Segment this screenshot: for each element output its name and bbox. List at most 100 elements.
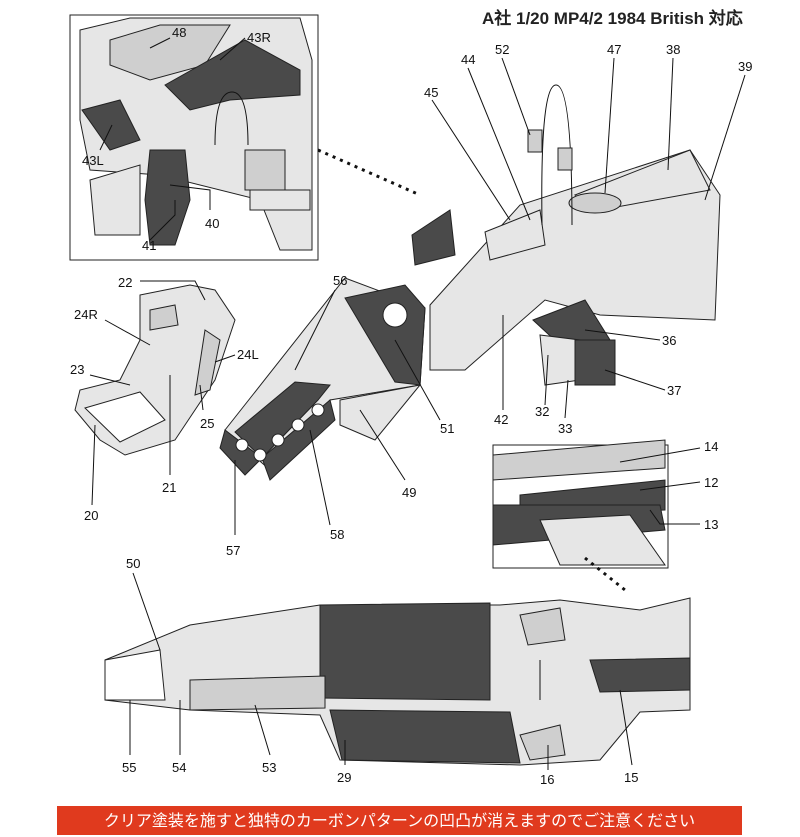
part-51-hole [382,302,408,328]
seat-parts [74,284,236,456]
seat-side-24L [194,329,221,396]
leader-24L [214,354,236,363]
leader-56 [294,289,336,371]
label-43R: 43R [247,30,271,45]
label-16: 16 [540,772,554,787]
label-54: 54 [172,760,186,775]
inset-gearbox-box [244,149,286,191]
part-14-panel [492,439,666,481]
leader-44 [467,67,531,221]
part-40-41-panel [144,149,191,246]
inset-side-block [89,164,141,236]
label-53: 53 [262,760,276,775]
leader-36 [584,329,661,341]
seat-head-recess [149,304,179,331]
label-21: 21 [162,480,176,495]
leader-25 [199,384,204,411]
leader-52 [501,57,531,136]
leader-24R [104,319,151,346]
nose-hole-3 [271,433,285,447]
label-32: 32 [535,404,549,419]
leader-47 [604,57,615,194]
label-48: 48 [172,25,186,40]
label-41: 41 [142,238,156,253]
page-title: A社 1/20 MP4/2 1984 British 対応 [482,9,743,28]
part-53-panel [189,675,326,711]
leader-14 [619,447,701,463]
part-29-panel [329,709,521,764]
rear-detail-inset [492,439,669,569]
leader-12 [639,481,701,491]
part-52-hoop-block-left [527,129,543,153]
part-45-panel [411,209,456,266]
label-13: 13 [704,517,718,532]
leader-33 [564,379,569,419]
leader-53 [254,704,271,756]
warning-banner: クリア塗装を施すと独特のカーボンパターンの凹凸が消えますのでご注意ください [57,806,742,835]
leader-37 [604,369,666,391]
leader-58 [309,429,331,526]
leader-51 [394,339,441,421]
part-43L-panel [81,99,141,151]
leader-50 [132,572,161,651]
cockpit-inset [69,14,319,261]
label-58: 58 [330,527,344,542]
leader-41 [149,200,176,241]
part-47-fuel-cap [568,192,622,214]
front-chassis [219,277,426,481]
label-20: 20 [84,508,98,523]
part-49-panel [339,384,422,441]
label-50: 50 [126,556,140,571]
label-36: 36 [662,333,676,348]
label-37: 37 [667,383,681,398]
leader-lines [89,37,746,770]
part-16-panel [519,724,566,761]
inset-roll-hoop [214,91,249,146]
label-15: 15 [624,770,638,785]
leader-45 [431,99,511,221]
floor-upper-carbon [319,602,491,701]
label-12: 12 [704,475,718,490]
rear-inset-connector-dots [584,556,626,592]
label-43L: 43L [82,153,104,168]
leader-22 [140,280,206,301]
leader-39 [704,74,746,201]
nose-hole-5 [311,403,325,417]
label-29: 29 [337,770,351,785]
label-40: 40 [205,216,219,231]
part-57-panel [219,429,263,476]
part-43R-panel [164,39,301,111]
leader-15 [619,689,633,766]
leader-43L [99,124,113,151]
label-52: 52 [495,42,509,57]
seat-base [84,391,166,443]
label-47: 47 [607,42,621,57]
nose-hole-2 [253,448,267,462]
label-42: 42 [494,412,508,427]
inset-rear-block [249,189,311,211]
label-24L: 24L [237,347,259,362]
part-15-panel [589,657,691,693]
part-55-panel [104,649,166,701]
nose-hole-4 [291,418,305,432]
label-33: 33 [558,421,572,436]
part-32-panel [539,334,581,386]
label-14: 14 [704,439,718,454]
label-22: 22 [118,275,132,290]
part-number-labels: 48 43R 43L 40 41 22 24R 23 24L 25 21 20 … [70,25,752,787]
leader-49 [359,409,406,481]
label-39: 39 [738,59,752,74]
leader-40 [169,184,211,210]
label-56: 56 [333,273,347,288]
label-25: 25 [200,416,214,431]
label-57: 57 [226,543,240,558]
label-45: 45 [424,85,438,100]
part-52-hoop-block-right [557,147,573,171]
undertray [104,597,691,766]
leader-38 [667,57,674,171]
leader-48 [149,37,171,49]
label-23: 23 [70,362,84,377]
label-55: 55 [122,760,136,775]
floor-vent-upper [519,607,566,646]
